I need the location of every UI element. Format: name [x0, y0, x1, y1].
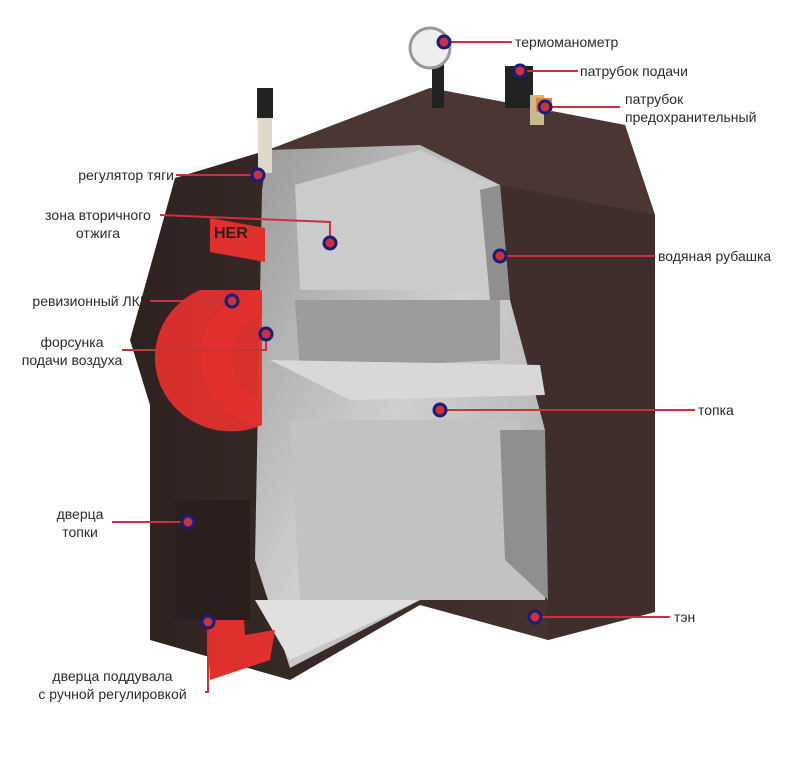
marker-draft-regulator — [250, 167, 266, 183]
her-badge: HER — [214, 225, 248, 242]
markers — [180, 34, 553, 630]
marker-supply-pipe — [512, 63, 528, 79]
label-line: дверца поддувала — [52, 668, 173, 684]
label-line: патрубок — [625, 91, 684, 107]
marker-ash-door — [200, 614, 216, 630]
label-ash-door: дверца поддувала с ручной регулировкой — [20, 667, 205, 703]
label-firebox-door: дверца топки — [50, 505, 110, 541]
label-line: отжига — [75, 225, 121, 241]
marker-safety-pipe — [537, 99, 553, 115]
marker-thermomanometer — [436, 34, 452, 50]
label-line: предохранительный — [625, 109, 757, 125]
label-heater: тэн — [674, 609, 696, 625]
label-secondary-zone: зона вторичного отжига — [34, 206, 162, 242]
marker-water-jacket — [492, 248, 508, 264]
label-inspection-hatch: ревизионный ЛКК — [32, 293, 148, 309]
label-safety-pipe: патрубок предохранительный — [625, 90, 756, 126]
label-line: с ручной регулировкой — [38, 686, 187, 702]
boiler-top — [268, 88, 655, 215]
marker-firebox — [432, 402, 448, 418]
label-air-nozzle: форсунка подачи воздуха — [12, 333, 132, 369]
label-line: форсунка — [40, 334, 104, 350]
marker-air-nozzle — [258, 326, 274, 342]
label-draft-regulator: регулятор тяги — [78, 167, 174, 183]
boiler-right-side — [500, 185, 655, 640]
label-line: зона вторичного — [45, 207, 151, 223]
label-line: дверца — [56, 506, 104, 522]
marker-firebox-door — [180, 514, 196, 530]
label-supply-pipe: патрубок подачи — [580, 63, 688, 79]
her-badge-plate — [210, 218, 265, 262]
label-water-jacket: водяная рубашка — [658, 248, 772, 264]
label-firebox: топка — [698, 402, 734, 418]
marker-secondary-zone — [322, 235, 338, 251]
marker-heater — [527, 609, 543, 625]
label-line: подачи воздуха — [21, 352, 123, 368]
label-line: топки — [62, 524, 98, 540]
label-thermomanometer: термоманометр — [515, 34, 619, 50]
marker-inspection-hatch — [224, 293, 240, 309]
